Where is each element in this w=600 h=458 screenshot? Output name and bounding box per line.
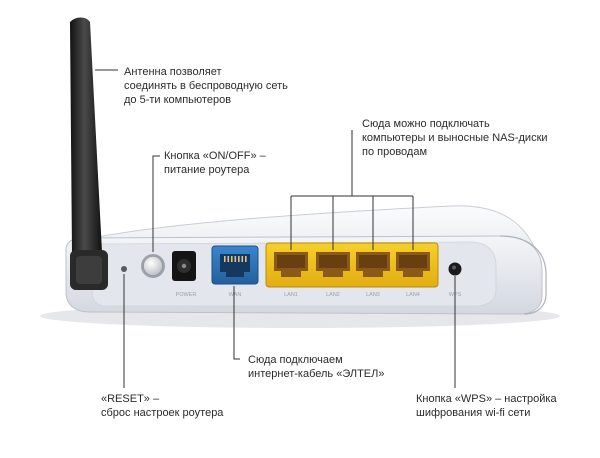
reset-callout-line-1: «RESET» – [101,393,160,405]
power-callout-line-1: Кнопка «ON/OFF» – [164,150,266,162]
wan-callout-line-1: Сюда подключаем [248,354,343,366]
wan-port-label: WAN [229,292,242,298]
wps-callout-line-1: Кнопка «WPS» – настройка [416,393,557,405]
wps-callout: Кнопка «WPS» – настройка шифрования wi-f… [416,392,557,420]
power-button[interactable] [143,256,163,276]
wan-callout-line-2: интернет-кабель «ЭЛТЕЛ» [248,368,385,380]
antenna-callout-line-3: до 5-ти компьютеров [124,94,232,106]
reset-callout-line-2: сброс настроек роутера [101,407,224,419]
lan-callout: Сюда можно подключать компьютеры и вынос… [362,117,548,159]
power-jack-pin [181,263,187,269]
lan-port-2[interactable] [316,252,350,277]
router-side-edge [499,235,547,315]
reset-pinhole[interactable] [121,266,127,272]
wps-callout-line-2: шифрования wi-fi сети [416,407,531,419]
lan-callout-line-3: по проводам [362,146,428,158]
lan-port-1[interactable] [274,252,308,277]
power-callout-line-2: питание роутера [164,164,250,176]
antenna-callout: Антенна позволяет соединять в беспроводн… [124,65,288,107]
wps-button-highlight [452,265,456,270]
antenna-callout-line-1: Антенна позволяет [124,66,222,78]
lan-port-label-2: LAN2 [326,292,340,298]
wan-callout-line [233,286,240,360]
lan-callout-line-2: компьютеры и выносные NAS-диски [362,132,548,144]
wan-callout: Сюда подключаем интернет-кабель «ЭЛТЕЛ» [248,353,384,381]
lan-panel [265,242,439,288]
power-jack-label: POWER [176,292,197,298]
antenna-callout-line-2: соединять в беспроводную сеть [124,80,288,92]
lan-port-3[interactable] [356,252,390,277]
lan-port-4[interactable] [396,252,430,277]
power-callout: Кнопка «ON/OFF» – питание роутера [164,149,266,177]
power-callout-line [152,155,160,252]
wan-port-contacts [224,256,247,262]
reset-callout: «RESET» – сброс настроек роутера [101,392,223,420]
lan-port-label-1: LAN1 [284,292,298,298]
callout-lines [95,69,456,388]
lan-callout-line-1: Сюда можно подключать [362,118,490,130]
lan-port-label-4: LAN4 [406,292,420,298]
antenna [70,17,102,268]
antenna-base-inner [76,256,102,284]
lan-port-label-3: LAN3 [366,292,380,298]
